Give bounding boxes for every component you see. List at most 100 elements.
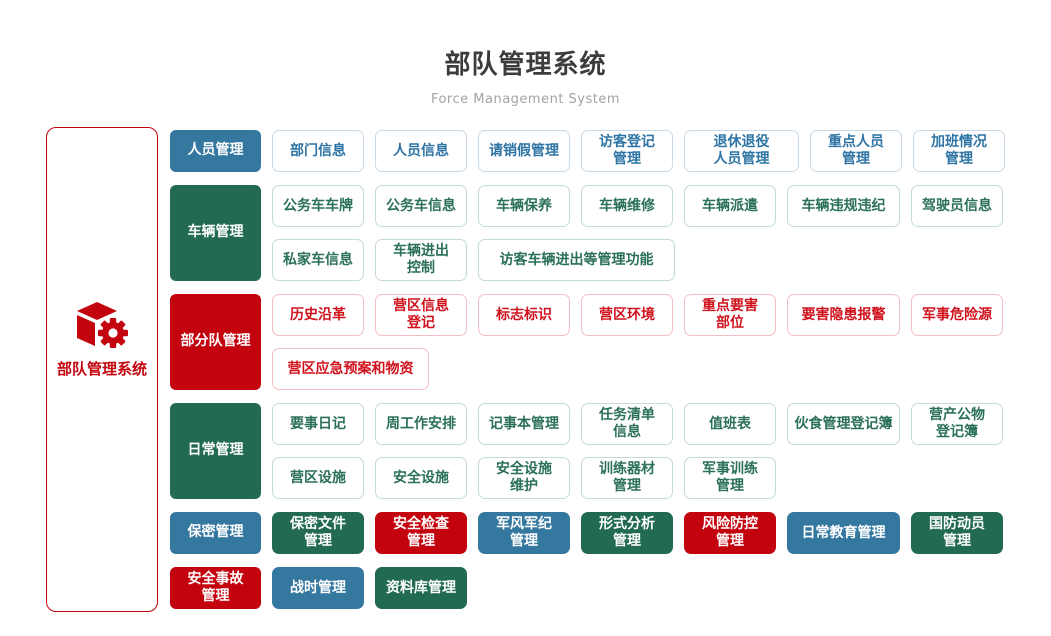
- module-label: 营区设施: [290, 469, 346, 486]
- module-label: 重点要害 部位: [702, 298, 758, 331]
- module-label: 私家车信息: [283, 251, 353, 268]
- module-label: 军事训练 管理: [702, 461, 758, 494]
- diagram-group: 车辆管理公务车车牌 公务车信息 车辆保养 车辆维修 车辆派遣 车辆违规违纪 驾驶员信息私家车…: [170, 185, 1040, 281]
- module-label: 资料库管理: [386, 579, 456, 596]
- module-label: 战时管理: [290, 579, 346, 596]
- module-box: 安全检查 管理: [375, 512, 467, 554]
- module-label: 安全设施: [393, 469, 449, 486]
- module-box: 车辆违规违纪: [787, 185, 900, 227]
- module-box: 风险防控 管理: [684, 512, 776, 554]
- module-label: 营区环境: [599, 306, 655, 323]
- module-row: 公务车车牌 公务车信息 车辆保养 车辆维修 车辆派遣 车辆违规违纪 驾驶员信息: [272, 185, 1003, 227]
- module-row: 营区应急预案和物资: [272, 348, 1003, 390]
- module-box: 安全设施 维护: [478, 457, 570, 499]
- module-label: 访客车辆进出等管理功能: [499, 251, 654, 268]
- module-label: 车辆进出 控制: [393, 243, 449, 276]
- module-label: 要害隐患报警: [801, 306, 886, 323]
- cube-gear-icon: [77, 302, 128, 348]
- module-label: 重点人员 管理: [828, 134, 884, 167]
- module-label: 车辆保养: [496, 197, 552, 214]
- module-box: 私家车信息: [272, 239, 364, 281]
- page-title: 部队管理系统: [444, 50, 607, 80]
- module-label: 军事危险源: [922, 306, 992, 323]
- module-label: 营区信息 登记: [393, 298, 449, 331]
- module-row: 战时管理 资料库管理: [272, 567, 467, 609]
- module-label: 保密文件 管理: [290, 516, 346, 549]
- module-label: 车辆派遣: [702, 197, 758, 214]
- module-box: 军事训练 管理: [684, 457, 776, 499]
- category-label: 部分队管理: [180, 333, 251, 350]
- module-label: 安全检查 管理: [393, 516, 449, 549]
- module-row: 保密文件 管理安全检查 管理军风军纪 管理形式分析 管理风险防控 管理日常教育管…: [272, 512, 1003, 554]
- module-box: 战时管理: [272, 567, 364, 609]
- system-root-label: 部队管理系统: [56, 360, 147, 378]
- module-box: 车辆进出 控制: [375, 239, 467, 281]
- module-box: 保密文件 管理: [272, 512, 364, 554]
- module-label: 请销假管理: [489, 142, 559, 159]
- module-box: 日常教育管理: [787, 512, 900, 554]
- module-box: 重点人员 管理: [810, 130, 902, 172]
- module-box: 车辆维修: [581, 185, 673, 227]
- category-button: 车辆管理: [170, 185, 261, 281]
- module-label: 车辆维修: [599, 197, 655, 214]
- module-label: 车辆违规违纪: [801, 197, 886, 214]
- module-label: 日常教育管理: [801, 524, 886, 541]
- module-box: 营产公物 登记簿: [911, 403, 1003, 445]
- module-box: 周工作安排: [375, 403, 467, 445]
- module-box: 历史沿革: [272, 294, 364, 336]
- module-box: 记事本管理: [478, 403, 570, 445]
- module-box: 公务车信息: [375, 185, 467, 227]
- module-label: 值班表: [709, 415, 751, 432]
- module-label: 训练器材 管理: [599, 461, 655, 494]
- diagram-group: 日常管理 要事日记 周工作安排 记事本管理 任务清单 信息 值班表 伙食管理登记簿 营产公物 …: [170, 403, 1040, 499]
- category-button: 安全事故 管理: [170, 567, 261, 609]
- module-box: 安全设施: [375, 457, 467, 499]
- diagram-group: 安全事故 管理 战时管理 资料库管理: [170, 567, 1040, 609]
- module-label: 风险防控 管理: [702, 516, 758, 549]
- system-root-box: 部队管理系统: [46, 127, 158, 612]
- module-label: 记事本管理: [489, 415, 559, 432]
- module-box: 营区信息 登记: [375, 294, 467, 336]
- module-label: 公务车信息: [386, 197, 456, 214]
- module-label: 退休退役 人员管理: [713, 134, 770, 167]
- module-box: 值班表: [684, 403, 776, 445]
- page-subtitle: Force Management System: [430, 92, 621, 107]
- module-box: 军事危险源: [911, 294, 1003, 336]
- module-row: 部门信息人员信息请销假管理访客登记 管理退休退役 人员管理重点人员 管理加班情况…: [272, 130, 1005, 172]
- module-label: 人员信息: [393, 142, 449, 159]
- group-lines: 历史沿革营区信息 登记 标志标识 营区环境 重点要害 部位 要害隐患报警 军事危险源营区应…: [272, 294, 1003, 390]
- module-label: 任务清单 信息: [599, 407, 655, 440]
- module-box: 要事日记: [272, 403, 364, 445]
- group-lines: 部门信息人员信息请销假管理访客登记 管理退休退役 人员管理重点人员 管理加班情况…: [272, 130, 1005, 172]
- module-box: 驾驶员信息: [911, 185, 1003, 227]
- module-label: 安全设施 维护: [496, 461, 552, 494]
- category-button: 日常管理: [170, 403, 261, 499]
- module-box: 公务车车牌: [272, 185, 364, 227]
- group-lines: 战时管理 资料库管理: [272, 567, 467, 609]
- category-button: 保密管理: [170, 512, 261, 554]
- group-lines: 保密文件 管理安全检查 管理军风军纪 管理形式分析 管理风险防控 管理日常教育管…: [272, 512, 1003, 554]
- module-box: 重点要害 部位: [684, 294, 776, 336]
- diagram-group: 部分队管理 历史沿革营区信息 登记 标志标识 营区环境 重点要害 部位 要害隐患报警 军事危…: [170, 294, 1040, 390]
- module-label: 部门信息: [290, 142, 346, 159]
- module-box: 部门信息: [272, 130, 364, 172]
- diagram-group: 保密管理保密文件 管理安全检查 管理军风军纪 管理形式分析 管理风险防控 管理日…: [170, 512, 1040, 554]
- module-box: 标志标识: [478, 294, 570, 336]
- module-label: 标志标识: [496, 306, 552, 323]
- module-label: 伙食管理登记簿: [794, 415, 893, 432]
- category-label: 保密管理: [187, 524, 244, 541]
- module-label: 加班情况 管理: [931, 134, 987, 167]
- module-row: 要事日记 周工作安排 记事本管理 任务清单 信息 值班表 伙食管理登记簿 营产公物 登记簿: [272, 403, 1003, 445]
- module-box: 任务清单 信息: [581, 403, 673, 445]
- module-box: 伙食管理登记簿: [787, 403, 900, 445]
- module-box: 加班情况 管理: [913, 130, 1005, 172]
- category-label: 安全事故 管理: [187, 570, 244, 605]
- group-lines: 要事日记 周工作安排 记事本管理 任务清单 信息 值班表 伙食管理登记簿 营产公物 登记簿营…: [272, 403, 1003, 499]
- module-label: 军风军纪 管理: [496, 516, 552, 549]
- module-row: 私家车信息 车辆进出 控制 访客车辆进出等管理功能: [272, 239, 1003, 281]
- module-label: 要事日记: [290, 415, 346, 432]
- module-box: 退休退役 人员管理: [684, 130, 799, 172]
- module-box: 车辆派遣: [684, 185, 776, 227]
- header: 部队管理系统 Force Management System: [0, 0, 1051, 107]
